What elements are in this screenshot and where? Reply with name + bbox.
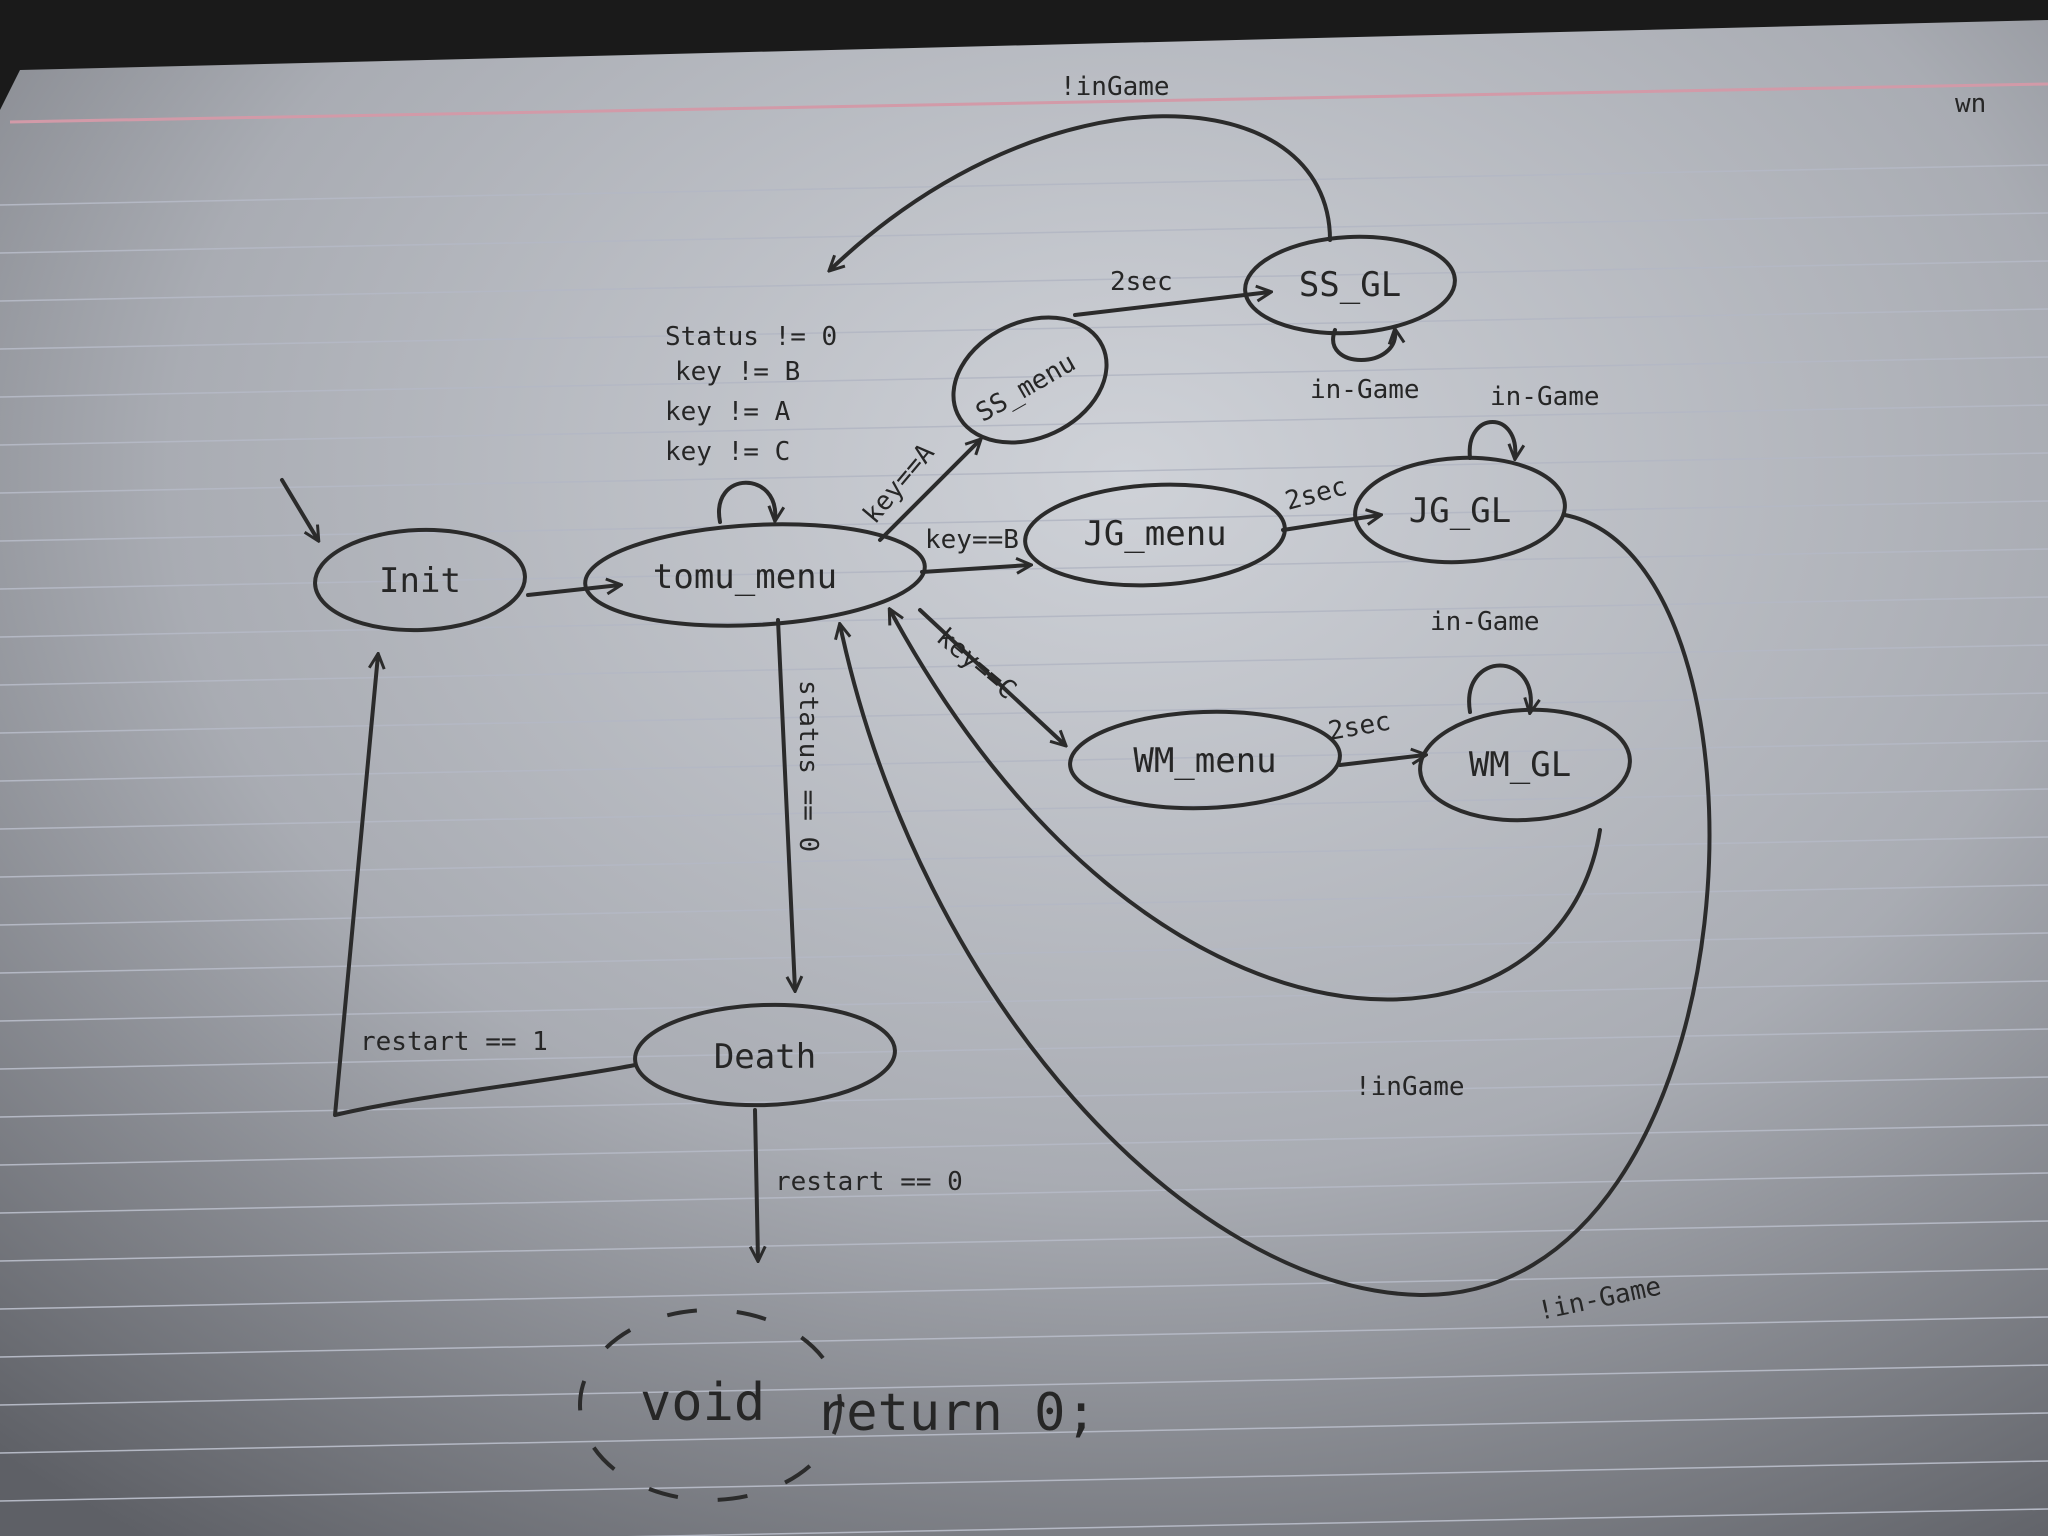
state-init-label: Init (379, 561, 461, 601)
edge-tomu-to-ss-menu (878, 440, 980, 542)
state-wm-gl-label: WM_GL (1469, 745, 1571, 785)
ruled-line (0, 404, 2048, 446)
state-init: Init (313, 527, 527, 633)
state-tomu-menu-label: tomu_menu (653, 557, 837, 597)
ruled-line (0, 1076, 2048, 1118)
edge-wm-menu-to-wm-gl (1338, 755, 1425, 767)
terminal-void-text: void (640, 1373, 765, 1433)
state-wm-gl: WM_GL (1418, 707, 1632, 823)
edge-tomu-self-loop (717, 480, 775, 524)
edge-ss-menu-to-ss-gl (1073, 292, 1270, 317)
tomu-self-cond-4: key != C (665, 437, 790, 467)
ruled-line (0, 1412, 2048, 1454)
edge-ss-gl-self-loop (1331, 330, 1395, 362)
tomu-self-cond-1: Status != 0 (665, 322, 837, 352)
ruled-line (0, 932, 2048, 974)
state-ss-gl-label: SS_GL (1299, 265, 1401, 305)
ruled-line (0, 596, 2048, 638)
terminal-node: void return 0; (578, 1308, 1097, 1502)
edge-jg-gl-exit (840, 513, 1712, 1298)
edge-label-jg-ingame: in-Game (1490, 382, 1600, 412)
tomu-self-cond-2: key != B (675, 357, 800, 387)
edge-tomu-to-death (776, 618, 795, 990)
ruled-line (0, 1172, 2048, 1214)
edge-label-wm-exit: !inGame (1355, 1072, 1465, 1102)
state-ss-gl: SS_GL (1243, 234, 1457, 336)
ruled-line (0, 1460, 2048, 1502)
state-death: Death (633, 1002, 897, 1108)
state-death-label: Death (714, 1037, 816, 1077)
paper-sheet (0, 20, 2048, 1536)
edge-jg-gl-self-loop (1467, 420, 1516, 458)
edge-wm-gl-self-loop (1467, 663, 1531, 713)
ruled-line (0, 980, 2048, 1022)
edge-death-to-terminal (755, 1108, 758, 1260)
edge-tomu-to-jg-menu (920, 565, 1030, 572)
tomu-self-conditions: Status != 0 key != B key != A key != C (665, 322, 837, 467)
ruled-line (0, 1124, 2048, 1166)
ruled-line (0, 164, 2048, 206)
ruled-line (0, 1364, 2048, 1406)
ruled-line (0, 692, 2048, 734)
entry-arrow (280, 478, 318, 540)
ruled-line (0, 836, 2048, 878)
ruled-line (0, 1316, 2048, 1358)
edge-label-status-zero: status == 0 (793, 680, 823, 852)
edge-label-ss-2sec: 2sec (1110, 267, 1173, 297)
tomu-self-cond-3: key != A (665, 397, 791, 427)
ruled-line (0, 1268, 2048, 1310)
ruled-line (0, 644, 2048, 686)
state-tomu-menu: tomu_menu (583, 522, 927, 628)
state-wm-menu-label: WM_menu (1133, 741, 1276, 781)
state-jg-menu-label: JG_menu (1083, 514, 1226, 554)
ruled-line (0, 308, 2048, 350)
terminal-return-text: return 0; (815, 1383, 1097, 1443)
edge-wm-gl-exit (890, 610, 1602, 1002)
ruled-line (0, 452, 2048, 494)
ruled-line (0, 212, 2048, 254)
margin-line (9, 82, 2048, 124)
ruled-line (0, 500, 2048, 542)
edge-tomu-to-wm-menu (918, 608, 1065, 745)
edge-label-restart-zero: restart == 0 (775, 1167, 963, 1197)
edge-label-ss-ingame: in-Game (1310, 375, 1420, 405)
ruled-line (0, 356, 2048, 398)
edge-ss-gl-exit (830, 114, 1332, 270)
edge-init-to-tomu (526, 585, 620, 597)
ruled-line (627, 1508, 2048, 1536)
edge-jg-menu-to-jg-gl (1281, 515, 1380, 532)
ruled-line (0, 1220, 2048, 1262)
edge-death-to-init (333, 655, 637, 1117)
state-jg-gl: JG_GL (1353, 455, 1567, 565)
ruled-line (0, 260, 2048, 302)
state-wm-menu: WM_menu (1068, 709, 1342, 811)
edge-label-wm-ingame: in-Game (1430, 607, 1540, 637)
edge-label-ss-exit: !inGame (1060, 72, 1170, 102)
edge-label-restart-one: restart == 1 (360, 1027, 548, 1057)
ruled-line (0, 740, 2048, 782)
edge-label-key-b: key==B (925, 525, 1019, 555)
state-jg-gl-label: JG_GL (1409, 491, 1511, 531)
corner-mark: wn (1955, 89, 1986, 119)
